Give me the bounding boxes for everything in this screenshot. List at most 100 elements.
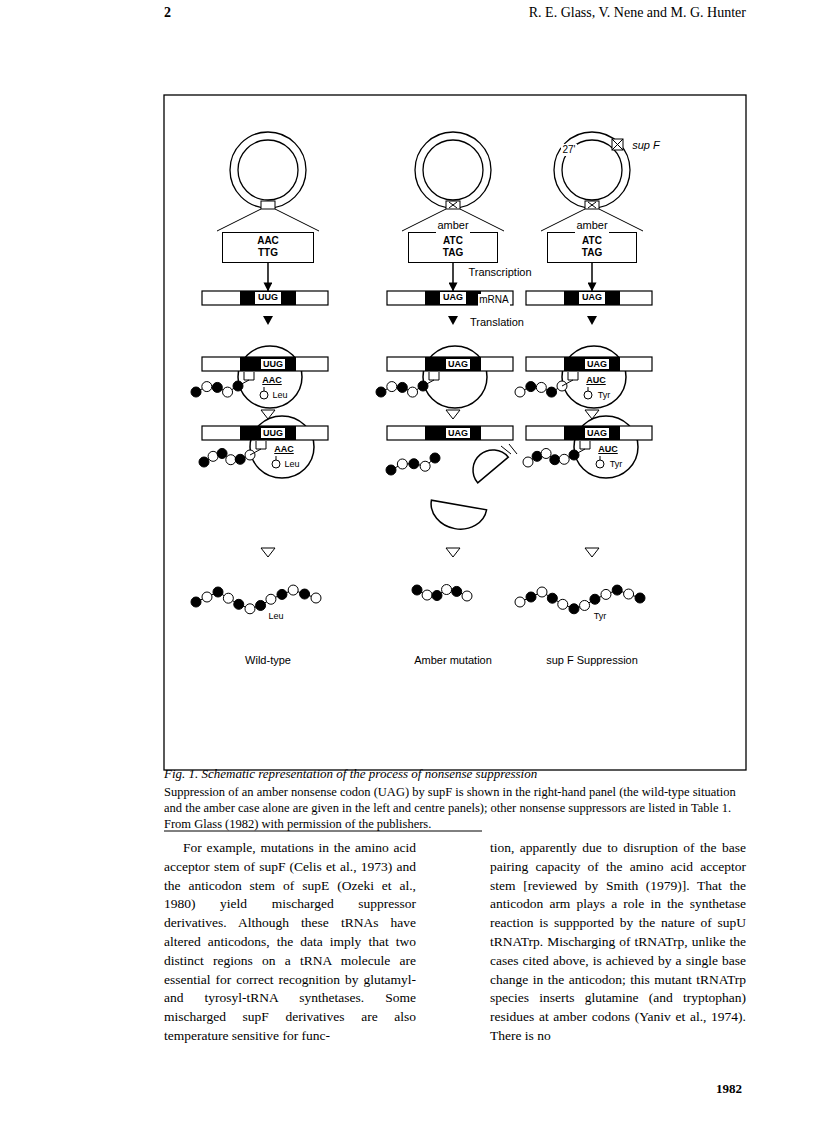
peptide-chain [199,448,255,467]
figure-label: UAG [445,358,471,371]
amino-acid [584,391,592,399]
peptide-chain [376,381,428,397]
figure-label: Tyr [609,459,624,470]
small-subunit [465,442,508,483]
gene-segment [261,201,275,209]
codon-region [425,291,481,305]
step-arrow [263,316,273,325]
figure-label: Leu [271,390,288,401]
figure-label: AUC [597,444,619,455]
figure-label: Amber mutation [413,654,493,667]
dna-strand: ATC [443,235,463,248]
step-arrow [446,548,460,557]
amino-acid-bead [376,387,386,397]
ribosome [250,416,314,478]
mrna-band [526,426,652,440]
expansion-lines [217,209,319,231]
amino-acid-bead [462,591,472,601]
amino-acid [596,460,604,468]
dna-segment: ATCTAG [408,232,498,263]
codon-region [425,426,481,440]
amino-acid-bead [217,448,227,458]
amino-acid-bead [550,455,560,465]
amino-acid-bead [191,597,201,607]
figure-label: 27' [561,144,576,156]
plasmid-inner [238,140,298,200]
ribosome [574,416,638,478]
amino-acid-bead [213,587,223,597]
amino-acid-bead [256,600,266,610]
step-arrow [446,410,460,419]
trna-symbol [256,441,266,449]
codon-text: UAG [582,292,602,303]
amino-acid-bead [515,387,525,397]
mrna-band [202,357,328,371]
codon-box: UAG [578,291,606,304]
amino-acid-bead [590,594,600,604]
amino-acid-bead [208,451,218,461]
amino-acid-bead [624,589,634,599]
amino-acid-bead [547,387,557,397]
figure-label: Translation [469,316,525,329]
amino-acid-bead [432,591,442,601]
amino-acid-bead [420,461,430,471]
figure-label: sup F [631,139,661,152]
codon-region [425,357,481,371]
amino-acid-bead [288,585,298,595]
plasmid-inner [562,140,622,200]
mrna-band [387,291,513,305]
amino-acid-bead [387,382,397,392]
amino-acid-bead [601,589,611,599]
large-subunit [427,500,486,533]
amino-acid-bead [580,600,590,610]
step-arrow [585,548,599,557]
figure-label: sup F Suppression [545,654,639,667]
dna-strand: ATC [582,235,602,248]
figure-label: Leu [267,611,284,622]
ribosome [562,346,626,408]
amino-acid-bead [515,597,525,607]
amino-acid-bead [311,593,321,603]
dna-strand: AAC [257,235,279,248]
mrna-band [202,426,328,440]
amino-acid-bead [202,592,212,602]
ribosome [238,346,302,408]
dna-segment: ATCTAG [547,232,637,263]
codon-region [240,291,296,305]
figure-label: AAC [273,444,295,455]
trna-symbol [429,372,439,380]
amino-acid-bead [541,448,551,458]
amino-acid-bead [409,459,419,469]
mrna-band [526,291,652,305]
release-factor [501,444,517,454]
amino-acid-bead [422,590,432,600]
amino-acid-bead [277,589,287,599]
figure-label: amber [436,219,469,232]
amino-acid-bead [266,594,276,604]
figure-label: UAG [445,427,471,440]
caption-text: Suppression of an amber nonsense codon (… [164,784,746,832]
mrna-band [387,357,513,371]
codon-text: UUG [258,292,278,303]
mrna-band [202,291,328,305]
peptide-chain [191,585,321,614]
plasmid-outer [230,132,306,208]
footer-year: 1982 [715,1081,743,1097]
figure-caption: Fig. 1. Schematic representation of the … [164,766,746,782]
step-arrow [587,316,597,325]
amino-acid-bead [212,382,222,392]
mrna-band [387,426,513,440]
amino-acid-bead [202,382,212,392]
peptide-chain [191,381,243,397]
figure-label: AUC [585,375,607,386]
figure-label: UUG [260,358,286,371]
page-number: 2 [164,5,204,22]
step-arrow [448,316,458,325]
amino-acid-bead [536,382,546,392]
amino-acid-bead [408,387,418,397]
amino-acid [260,391,268,399]
figure-label: mRNA [478,294,509,306]
ribosome [423,346,487,408]
peptide-chain [515,381,567,397]
